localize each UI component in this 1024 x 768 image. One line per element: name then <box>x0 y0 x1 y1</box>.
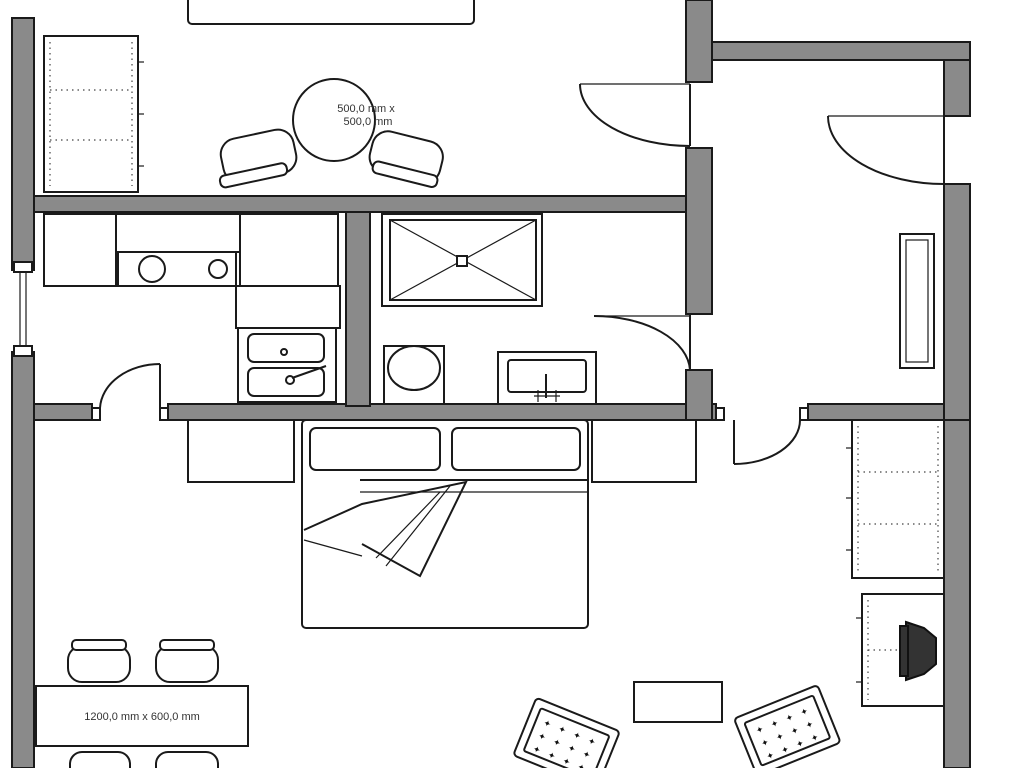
wall-horizontal-middle <box>33 195 711 213</box>
dining-table-label: 1200,0 mm x 600,0 mm <box>84 711 200 723</box>
wall-kitchen-bath <box>345 211 371 407</box>
dining-chair-bottom-right <box>155 751 219 768</box>
tv-icon <box>899 620 937 682</box>
svg-text:✦: ✦ <box>810 732 821 744</box>
svg-text:✦: ✦ <box>542 719 553 731</box>
svg-text:✦: ✦ <box>566 743 577 755</box>
window-left <box>13 261 33 357</box>
dining-chair-top-left <box>67 639 131 683</box>
wardrobe-right <box>846 419 945 579</box>
door-living-hall <box>579 83 691 147</box>
toilet <box>383 345 445 405</box>
door-hall-entry <box>827 115 945 185</box>
svg-text:✦: ✦ <box>561 756 572 768</box>
svg-text:✦: ✦ <box>799 707 810 719</box>
dining-chair-bottom-left <box>69 751 131 768</box>
double-bed <box>301 419 589 629</box>
wall-left-upper <box>11 17 35 271</box>
shower-tray <box>381 213 543 307</box>
wall-top-right <box>711 41 971 61</box>
sofa <box>187 0 475 25</box>
patterned-armchair-right: ✦✦✦✦ ✦✦✦✦ ✦✦✦✦ <box>734 685 841 768</box>
wall-left-lower <box>11 351 35 768</box>
door-bath <box>593 314 691 371</box>
svg-text:✦: ✦ <box>581 749 592 761</box>
door-bedroom-hall <box>715 407 809 465</box>
walls <box>11 0 971 768</box>
shelf-unit-left <box>43 35 144 193</box>
svg-text:✦: ✦ <box>576 762 587 768</box>
svg-text:✦: ✦ <box>784 713 795 725</box>
round-table-label-line2: 500,0 mm <box>344 116 393 128</box>
round-table <box>292 78 376 162</box>
svg-text:✦: ✦ <box>536 732 547 744</box>
nightstand-left <box>187 419 295 483</box>
svg-text:✦: ✦ <box>755 725 766 737</box>
armchair-left <box>218 128 298 189</box>
nightstand-right <box>591 419 697 483</box>
wall-hall-top <box>685 0 713 83</box>
svg-text:✦: ✦ <box>586 737 597 749</box>
svg-text:✦: ✦ <box>790 726 801 738</box>
svg-text:✦: ✦ <box>780 744 791 756</box>
armchair-right <box>368 130 444 188</box>
svg-text:✦: ✦ <box>556 725 567 737</box>
svg-text:✦: ✦ <box>775 731 786 743</box>
svg-text:✦: ✦ <box>770 719 781 731</box>
svg-text:✦: ✦ <box>546 750 557 762</box>
bathroom-sink <box>497 351 597 405</box>
svg-text:✦: ✦ <box>571 731 582 743</box>
svg-text:✦: ✦ <box>795 738 806 750</box>
patterned-armchair-left: ✦✦✦✦ ✦✦✦✦ ✦✦✦✦ <box>513 697 620 768</box>
svg-text:✦: ✦ <box>531 744 542 756</box>
hall-radiator <box>899 233 935 369</box>
kitchen-sink <box>237 327 337 403</box>
wall-right-mid <box>943 183 971 421</box>
wall-right-upper <box>943 59 971 117</box>
svg-text:✦: ✦ <box>765 750 776 762</box>
dining-table <box>35 685 249 747</box>
svg-text:✦: ✦ <box>805 720 816 732</box>
svg-text:✦: ✦ <box>760 737 771 749</box>
stove <box>117 251 237 287</box>
dining-chair-top-right <box>155 639 219 683</box>
wall-hall-bottom <box>685 369 713 421</box>
wall-horizontal-lower-b <box>167 403 717 421</box>
wall-right-lower <box>943 419 971 768</box>
svg-text:✦: ✦ <box>551 738 562 750</box>
coffee-table <box>633 681 723 723</box>
wall-hall-mid <box>685 147 713 315</box>
round-table-label-line1: 500,0 mm x <box>337 103 395 115</box>
wall-horizontal-lower-a <box>33 403 93 421</box>
door-kitchen-bedroom <box>91 362 169 421</box>
